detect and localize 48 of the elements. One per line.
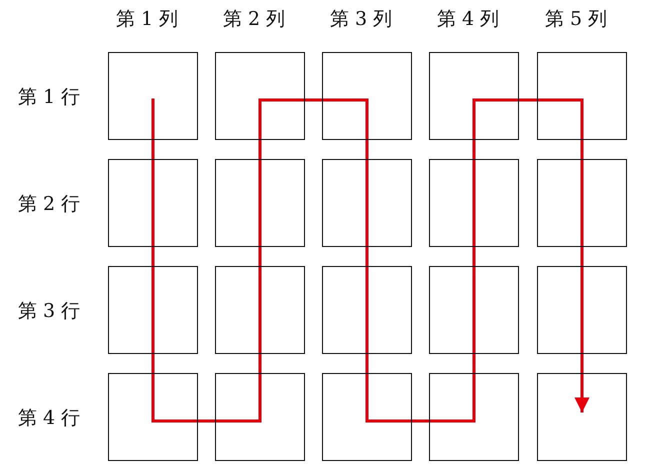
- grid-cell: [215, 373, 305, 461]
- path-line: [152, 206, 154, 316]
- path-line: [580, 98, 584, 208]
- path-line: [472, 206, 476, 316]
- path-line: [152, 98, 154, 208]
- column-header: 第 1 列: [116, 7, 178, 32]
- path-line: [258, 98, 262, 208]
- arrow: [574, 312, 590, 412]
- grid-cell: [537, 52, 627, 140]
- path-line: [366, 420, 476, 422]
- column-header: 第 4 列: [437, 7, 500, 32]
- grid-cell: [429, 266, 519, 354]
- row-label: 第 3 行: [18, 299, 80, 324]
- column-header: 第 2 列: [223, 7, 286, 32]
- column-header: 第 5 列: [545, 7, 608, 32]
- grid-cell: [322, 159, 412, 247]
- column-header: 第 3 列: [330, 7, 392, 32]
- path-line: [580, 206, 584, 316]
- row-label: 第 1 行: [18, 85, 80, 110]
- grid-cell: [215, 266, 305, 354]
- grid-cell: [429, 373, 519, 461]
- grid-cell: [322, 266, 412, 354]
- grid-cell: [429, 52, 519, 140]
- grid-cell: [537, 159, 627, 247]
- grid-cell: [215, 159, 305, 247]
- path-line: [472, 98, 476, 208]
- grid-cell: [108, 266, 198, 354]
- grid-cell: [537, 266, 627, 354]
- grid-cell: [108, 52, 198, 140]
- row-label: 第 4 行: [18, 406, 80, 431]
- path-line: [472, 312, 476, 422]
- row-label: 第 2 行: [18, 192, 80, 217]
- path-line: [366, 312, 368, 422]
- grid-cell: [322, 373, 412, 461]
- grid-cell: [215, 52, 305, 140]
- grid-cell: [108, 373, 198, 461]
- path-line: [258, 98, 368, 102]
- path-line: [258, 206, 262, 316]
- grid-cell: [108, 159, 198, 247]
- grid-cell: [322, 52, 412, 140]
- grid-cell: [429, 159, 519, 247]
- path-line: [258, 312, 262, 422]
- path-line: [152, 420, 262, 422]
- path-line: [152, 312, 154, 422]
- path-line: [366, 98, 368, 208]
- path-line: [366, 206, 368, 316]
- grid-cell: [537, 373, 627, 461]
- path-line: [472, 98, 584, 102]
